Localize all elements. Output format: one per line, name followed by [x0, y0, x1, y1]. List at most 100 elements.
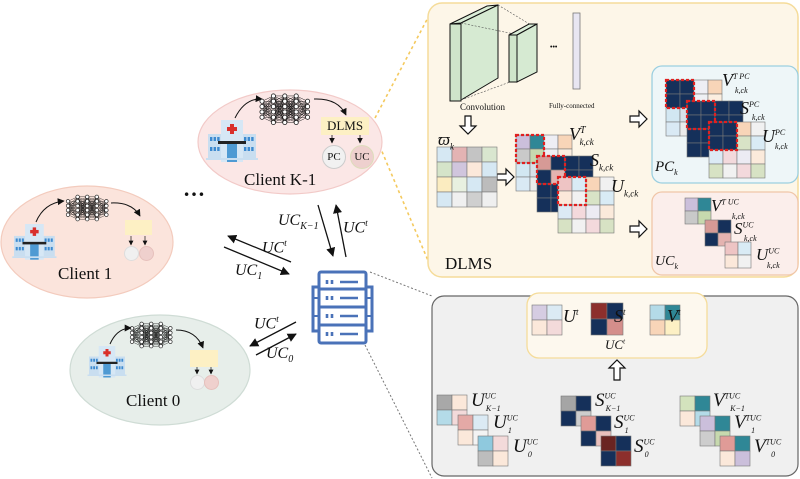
matrix-cell	[686, 142, 702, 158]
matrix-cell	[451, 146, 468, 163]
u-base: U	[563, 306, 576, 326]
matrix-cell	[477, 450, 494, 467]
dlms-panel-title: DLMS	[445, 254, 493, 273]
neural-network-icon	[65, 194, 109, 222]
neural-network-icon	[259, 93, 311, 126]
s-base: S	[614, 306, 623, 326]
flow-arrow	[175, 329, 204, 349]
matrix-cell	[708, 149, 724, 165]
v-sup: T	[580, 125, 586, 136]
u-1-matrix	[457, 414, 489, 446]
neural-network-icon	[129, 321, 173, 349]
v-base: V	[569, 124, 580, 144]
matrix-cell	[708, 121, 724, 137]
matrix-cell	[694, 395, 711, 412]
matrix-cell	[466, 191, 483, 208]
sub: K−1	[730, 403, 745, 413]
matrix-cell	[724, 241, 739, 256]
pc-v-sub: k,ck	[735, 86, 748, 95]
matrix-cell	[590, 318, 608, 336]
u-k-1-label: UUCK−1	[471, 390, 501, 413]
s-k-1-label: SUCK−1	[595, 390, 620, 413]
matrix-cell	[649, 319, 666, 336]
matrix-cell	[684, 210, 699, 225]
selection-dashed-box	[685, 99, 717, 131]
selection-dashed-box	[556, 175, 588, 207]
matrix-cell	[492, 450, 509, 467]
s-base: S	[740, 98, 749, 118]
matrix-cell	[457, 414, 474, 431]
client-1-pc-circle	[124, 246, 139, 261]
selection-dashed-box	[535, 154, 567, 186]
matrix-cell	[560, 410, 577, 427]
label-uc-t-k1: UCt	[343, 218, 368, 237]
sup: TUC	[724, 391, 741, 401]
matrix-cell	[599, 204, 615, 220]
matrix-cell	[515, 134, 531, 150]
arrow-client-0-to-server	[255, 333, 297, 356]
label-uc-t-c1: UCt	[262, 238, 287, 257]
matrix-cell	[708, 135, 724, 151]
server-icon	[311, 270, 374, 345]
client-0-pc-circle	[190, 375, 205, 390]
matrix-cell	[699, 415, 716, 432]
matrix-cell	[550, 155, 566, 171]
global-s-matrix	[590, 302, 624, 336]
matrix-cell	[722, 149, 738, 165]
matrix-cell	[492, 435, 509, 452]
global-v-matrix	[649, 304, 681, 336]
v-1-matrix	[699, 415, 731, 447]
matrix-cell	[708, 163, 724, 179]
matrix-cell	[543, 134, 559, 150]
hollow-arrow-right-pc	[629, 109, 648, 129]
matrix-cell	[557, 176, 573, 192]
svd-v-label: VTk,ck	[569, 124, 594, 147]
sub: 0	[771, 449, 776, 459]
matrix-cell	[686, 100, 702, 116]
svd-u-label: Uk,ck	[611, 176, 638, 199]
pc-s-label: SPC	[740, 98, 759, 119]
dlms-connector-top	[374, 9, 433, 119]
flow-arrow	[35, 198, 65, 223]
matrix-cell	[531, 319, 548, 336]
sub: 1	[751, 425, 756, 435]
matrix-cell	[515, 176, 531, 192]
matrix-cell	[436, 191, 453, 208]
matrix-cell	[436, 409, 453, 426]
v-1-label: VTUC1	[734, 412, 761, 435]
matrix-cell	[679, 79, 695, 95]
v-sup: T PC	[733, 72, 750, 81]
matrix-cell	[665, 107, 681, 123]
client-0-uc-circle	[204, 375, 219, 390]
client-0-ellipse	[69, 314, 251, 426]
flow-arrow	[109, 324, 132, 345]
selection-dashed-box	[514, 133, 546, 165]
matrix-cell	[546, 304, 563, 321]
base: S	[634, 436, 644, 457]
arrow-server-to-client-1	[227, 234, 292, 263]
matrix-cell	[481, 176, 498, 193]
client-k-1-uc-circle: UC	[350, 145, 374, 169]
more-clients-ellipsis: …	[183, 176, 205, 201]
arrow-server-to-client-k1	[333, 204, 347, 258]
matrix-cell	[714, 415, 731, 432]
fully-connected-layer	[572, 12, 581, 90]
sup: UC	[623, 413, 635, 423]
base: U	[493, 412, 507, 433]
matrix-cell	[750, 149, 766, 165]
matrix-cell	[699, 430, 716, 447]
uc-s-matrix	[704, 219, 732, 247]
matrix-cell	[451, 191, 468, 208]
v-sup: t	[678, 307, 681, 317]
global-uc-label: UCt	[605, 337, 625, 353]
uc-text: UC	[278, 212, 301, 229]
u-base: U	[611, 176, 624, 196]
pc-base: PC	[655, 159, 675, 175]
matrix-cell	[737, 241, 752, 256]
matrix-cell	[734, 450, 751, 467]
client-1-label: Client 1	[58, 264, 113, 283]
sub: K−1	[605, 403, 621, 413]
uc-base: UC	[655, 254, 675, 269]
matrix-cell	[734, 435, 751, 452]
u-1-label: UUC1	[493, 412, 518, 435]
